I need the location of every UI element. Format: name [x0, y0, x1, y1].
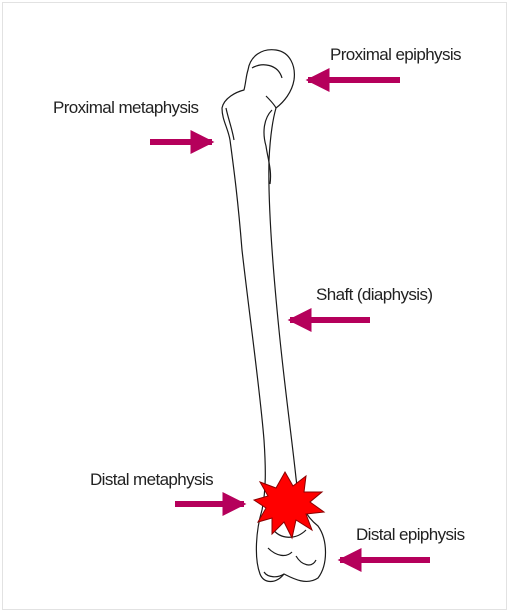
- label-distal-metaphysis: Distal metaphysis: [90, 470, 213, 489]
- label-shaft: Shaft (diaphysis): [316, 285, 432, 304]
- label-proximal-epiphysis: Proximal epiphysis: [330, 45, 461, 64]
- label-distal-epiphysis: Distal epiphysis: [356, 525, 465, 544]
- label-proximal-metaphysis: Proximal metaphysis: [53, 98, 199, 117]
